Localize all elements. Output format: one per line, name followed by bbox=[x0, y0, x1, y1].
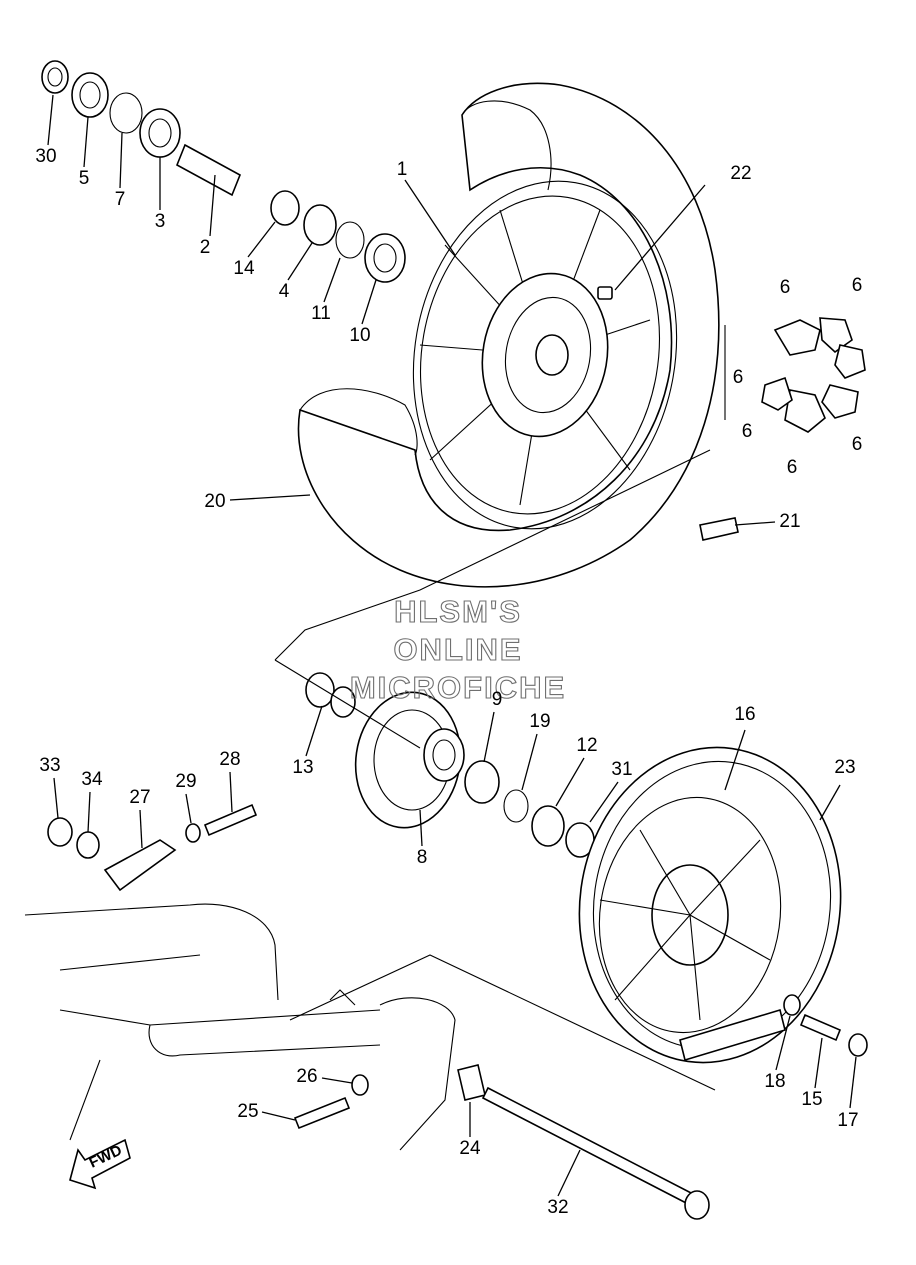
callout-6e: 6 bbox=[852, 434, 863, 455]
callout-labels: 1 2 3 4 5 6 6 6 6 6 6 7 8 9 10 11 12 13 … bbox=[35, 146, 862, 1218]
callout-18: 18 bbox=[764, 1071, 785, 1092]
callout-26: 26 bbox=[296, 1066, 317, 1087]
callout-22: 22 bbox=[730, 163, 751, 184]
callout-14: 14 bbox=[233, 258, 255, 279]
callout-11: 11 bbox=[311, 303, 331, 324]
chain-adjuster-parts bbox=[47, 803, 486, 1130]
callout-29: 29 bbox=[175, 771, 196, 792]
callout-27: 27 bbox=[129, 787, 150, 808]
callout-23: 23 bbox=[834, 757, 855, 778]
reference-lines bbox=[229, 179, 841, 1091]
callout-5: 5 bbox=[79, 168, 90, 189]
callout-16: 16 bbox=[734, 704, 755, 725]
callout-leaders bbox=[47, 94, 857, 1197]
callout-17: 17 bbox=[837, 1110, 858, 1131]
callout-31: 31 bbox=[611, 759, 632, 780]
callout-32: 32 bbox=[547, 1197, 568, 1218]
callout-19: 19 bbox=[529, 711, 550, 732]
watermark-line-2: ONLINE bbox=[393, 632, 522, 667]
callout-6d: 6 bbox=[742, 421, 753, 442]
callout-6a: 6 bbox=[780, 277, 791, 298]
callout-6c: 6 bbox=[733, 367, 744, 388]
watermark-line-3: MICROFICHE bbox=[350, 670, 566, 705]
callout-25: 25 bbox=[237, 1101, 258, 1122]
watermark-line-1: HLSM'S bbox=[394, 594, 522, 629]
rear-wheel-assembly bbox=[297, 82, 720, 588]
callout-33: 33 bbox=[39, 755, 60, 776]
callout-1: 1 bbox=[397, 159, 408, 180]
forward-arrow-icon: FWD bbox=[69, 1138, 131, 1190]
callout-7: 7 bbox=[115, 189, 126, 210]
callout-3: 3 bbox=[155, 211, 166, 232]
swingarm-outline bbox=[24, 903, 456, 1151]
callout-12: 12 bbox=[576, 735, 597, 756]
hub-bearings-upper bbox=[41, 60, 406, 283]
wheel-damper-set bbox=[761, 317, 866, 433]
rear-pulley bbox=[578, 746, 842, 1064]
callout-13: 13 bbox=[292, 757, 313, 778]
callout-20: 20 bbox=[204, 491, 225, 512]
callout-8: 8 bbox=[417, 847, 428, 868]
callout-30: 30 bbox=[35, 146, 56, 167]
callout-2: 2 bbox=[200, 237, 211, 258]
callout-4: 4 bbox=[279, 281, 290, 302]
callout-9: 9 bbox=[492, 689, 503, 710]
rear-axle bbox=[481, 1086, 697, 1207]
watermark: HLSM'S ONLINE MICROFICHE bbox=[349, 593, 566, 705]
callout-6f: 6 bbox=[787, 457, 798, 478]
callout-24: 24 bbox=[459, 1138, 481, 1159]
callout-21: 21 bbox=[779, 511, 800, 532]
callout-28: 28 bbox=[219, 749, 240, 770]
pulley-bolts bbox=[783, 994, 868, 1057]
callout-10: 10 bbox=[349, 325, 370, 346]
callout-15: 15 bbox=[801, 1089, 822, 1110]
tire bbox=[297, 82, 720, 588]
callout-34: 34 bbox=[81, 769, 103, 790]
balance-weight bbox=[699, 517, 739, 541]
pulley-hub bbox=[305, 672, 595, 858]
callout-6b: 6 bbox=[852, 275, 863, 296]
